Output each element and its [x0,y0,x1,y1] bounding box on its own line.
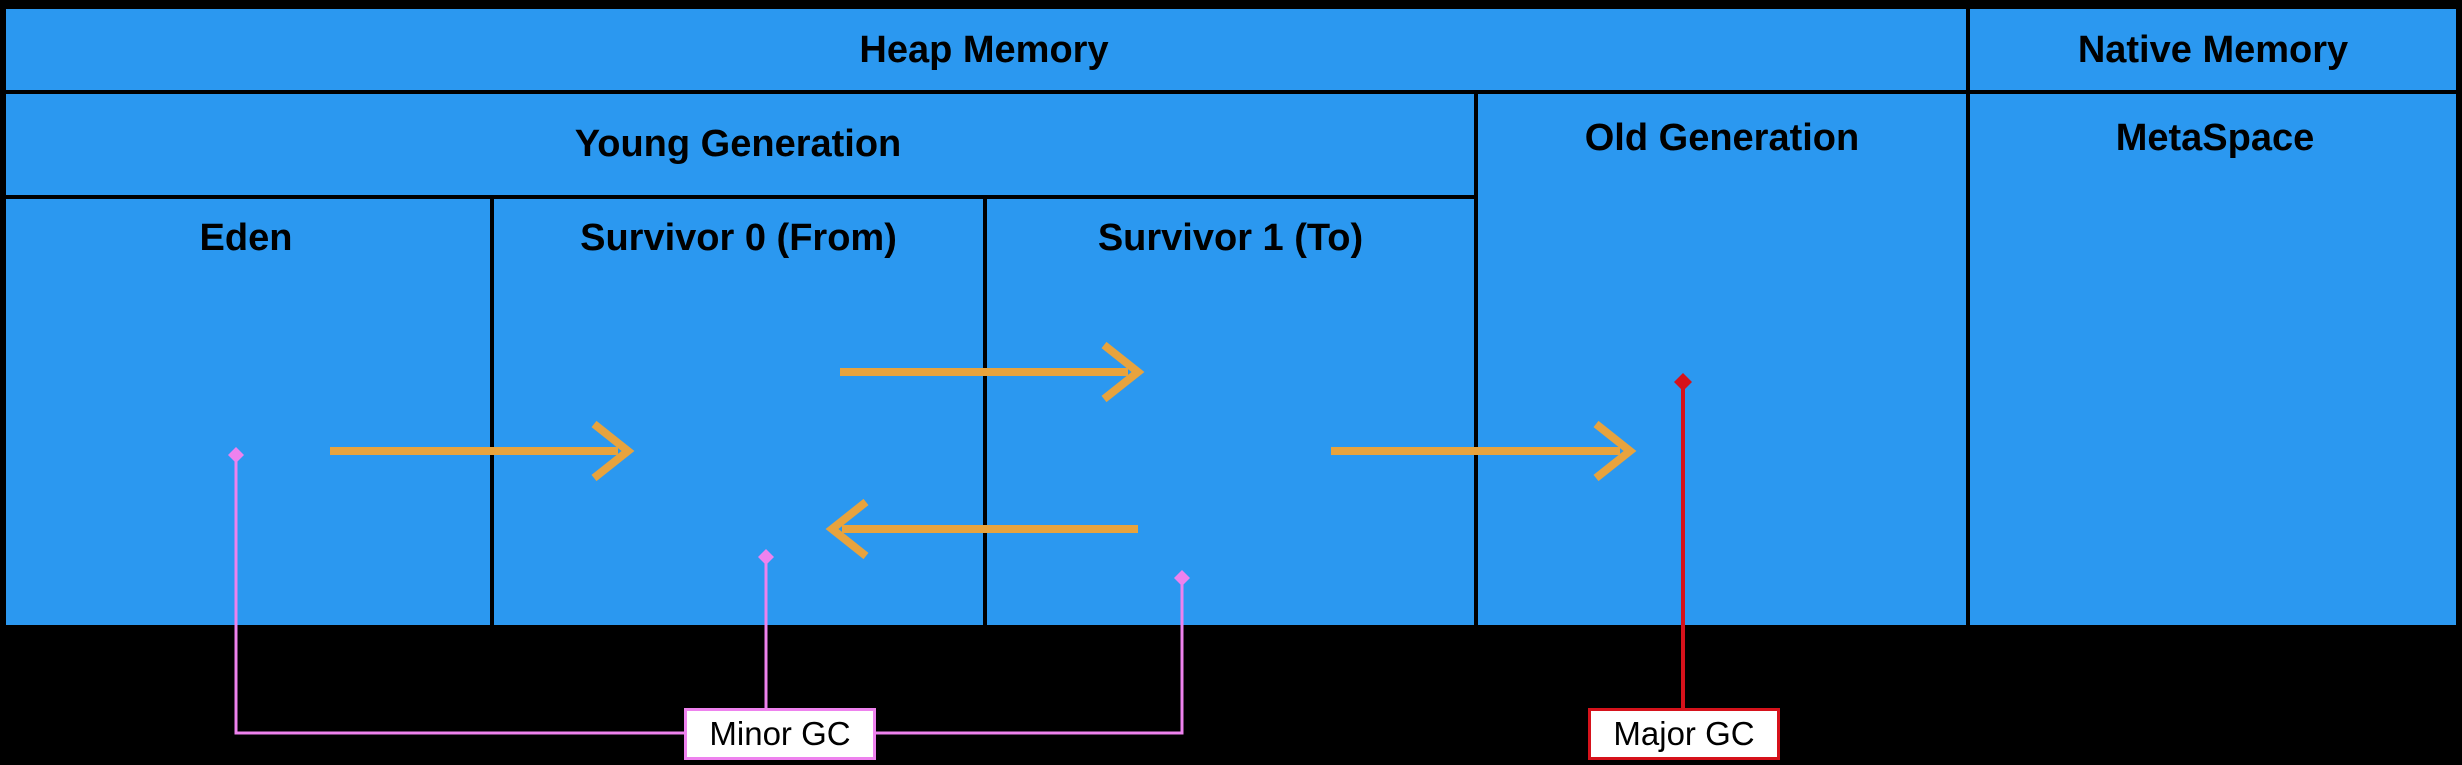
divider-under-young-generation [2,195,1478,199]
divider-under-top-headers [2,90,2460,94]
divider-heap-native [1966,5,1970,629]
minor-gc-label: Minor GC [684,708,876,760]
divider-eden-survivor0 [490,195,494,629]
divider-young-old [1474,90,1478,629]
memory-region-background [2,5,2460,629]
divider-survivor0-survivor1 [983,195,987,629]
major-gc-label: Major GC [1588,708,1780,760]
